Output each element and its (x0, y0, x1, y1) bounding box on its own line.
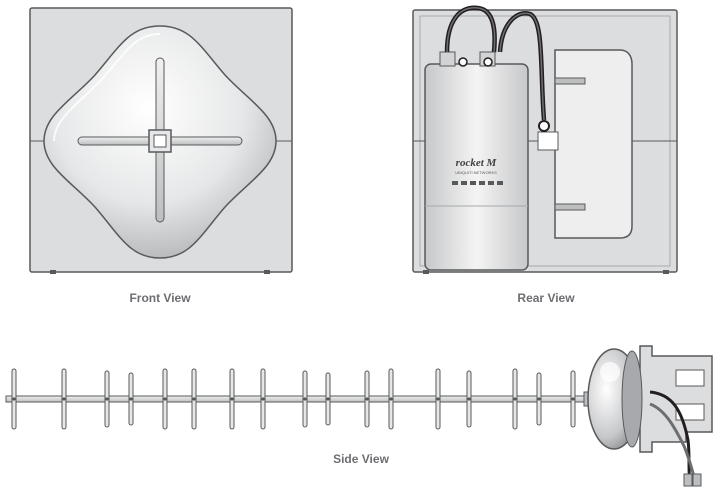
element-rivet (436, 397, 440, 401)
element-rivet (537, 397, 541, 401)
element-rivet (105, 397, 109, 401)
element-rivet (192, 397, 196, 401)
element-rivet (261, 397, 265, 401)
rear-view-caption: Rear View (517, 291, 575, 305)
element-rivet (230, 397, 234, 401)
element-rivet (467, 397, 471, 401)
front-view-icon (29, 7, 293, 274)
front-view (29, 7, 293, 274)
element-rivet (326, 397, 330, 401)
element-rivet (365, 397, 369, 401)
element-rivet (303, 397, 307, 401)
front-view-caption: Front View (129, 291, 191, 305)
element-rivet (513, 397, 517, 401)
yagi-elements (11, 368, 576, 430)
rear-view: rocket M UBIQUITI NETWORKS (412, 5, 678, 274)
element-rivet (62, 397, 66, 401)
element-rivet (571, 397, 575, 401)
led-indicators (452, 181, 503, 185)
side-view-icon (5, 345, 713, 487)
side-view-caption: Side View (333, 452, 389, 466)
device-brand-sublabel: UBIQUITI NETWORKS (455, 170, 497, 175)
side-view (5, 345, 713, 487)
element-rivet (129, 397, 133, 401)
element-rivet (12, 397, 16, 401)
element-rivet (163, 397, 167, 401)
rear-view-icon: rocket M UBIQUITI NETWORKS (412, 5, 678, 274)
element-rivet (389, 397, 393, 401)
device-brand-label: rocket M (456, 157, 498, 169)
